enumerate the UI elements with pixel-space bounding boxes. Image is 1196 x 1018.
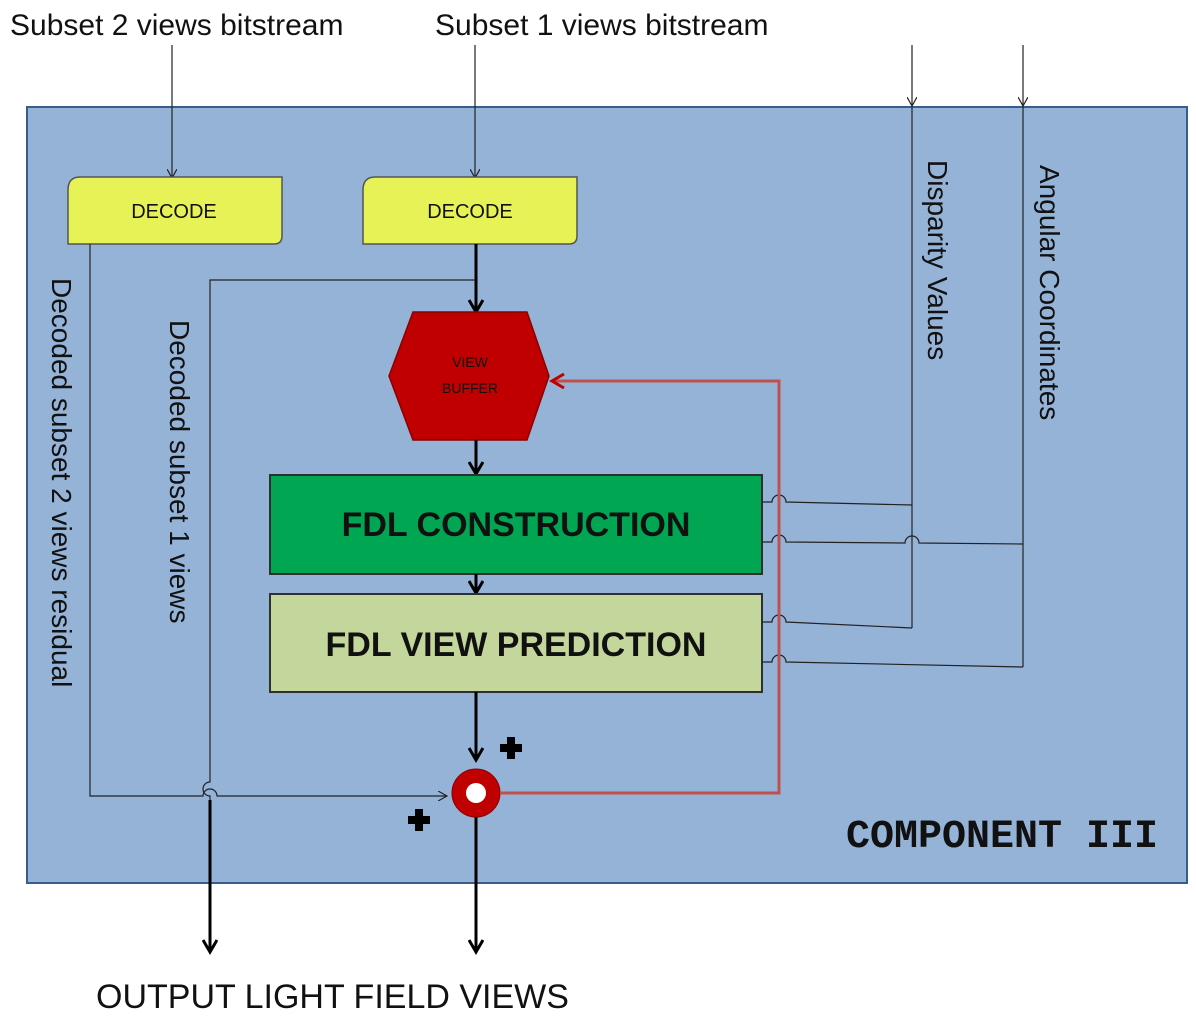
feedback-loop <box>500 381 781 795</box>
component-label: COMPONENT III <box>846 815 1158 860</box>
plus-sign-top <box>500 737 522 759</box>
decoded-subset1-label: Decoded subset 1 views <box>164 320 195 624</box>
decode-block-left <box>67 176 283 245</box>
summing-junction-core <box>466 783 486 803</box>
decode-left-label: DECODE <box>131 201 217 223</box>
decode-right-label: DECODE <box>427 201 513 223</box>
fdl-construction-label: FDL CONSTRUCTION <box>342 506 691 544</box>
decoded-subset2-line <box>89 244 447 796</box>
view-buffer-label-line1: VIEW <box>452 354 489 370</box>
decoded-subset2-label: Decoded subset 2 views residual <box>46 278 77 687</box>
disparity-values-label: Disparity Values <box>922 160 953 360</box>
fdl-construction-block <box>269 474 763 575</box>
decode-block-right <box>362 176 578 245</box>
angular-to-construction-line <box>762 534 1024 545</box>
view-buffer-block <box>388 311 550 441</box>
plus-sign-left <box>408 809 430 831</box>
fdl-view-prediction-block <box>269 593 763 693</box>
decoded-subset1-line <box>202 279 476 945</box>
subset1-bitstream-label: Subset 1 views bitstream <box>435 9 768 42</box>
fdl-view-prediction-label: FDL VIEW PREDICTION <box>326 626 707 664</box>
angular-coordinates-label: Angular Coordinates <box>1034 165 1065 420</box>
view-buffer-label-line2: BUFFER <box>442 380 498 396</box>
output-label: OUTPUT LIGHT FIELD VIEWS <box>96 978 569 1016</box>
subset2-bitstream-label: Subset 2 views bitstream <box>10 9 343 42</box>
